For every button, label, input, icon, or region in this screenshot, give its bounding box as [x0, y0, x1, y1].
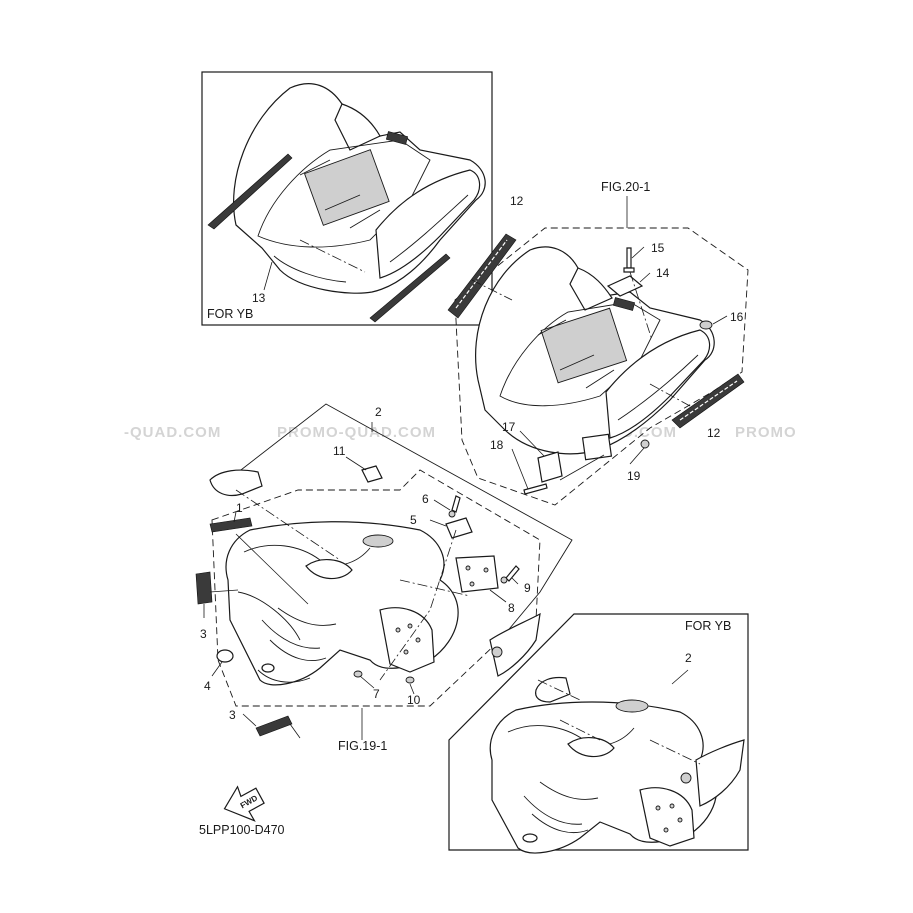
callout-3: 3: [200, 627, 207, 641]
leader: [429, 519, 447, 527]
leader: [242, 713, 257, 727]
rear-fender-illustration: [475, 246, 715, 461]
mud-flap: [489, 612, 541, 677]
leader: [433, 499, 451, 511]
callout-5: 5: [410, 513, 417, 527]
leader: [345, 456, 367, 471]
leader: [511, 448, 529, 490]
callout-9: 9: [524, 581, 531, 595]
callout-19: 19: [627, 469, 641, 483]
callout-15: 15: [651, 241, 665, 255]
part-6-rivet: [448, 495, 461, 518]
leader: [211, 661, 223, 677]
callout-13: 13: [252, 291, 266, 305]
callout-4: 4: [204, 679, 211, 693]
decal-1: [209, 517, 253, 533]
callout-12: 12: [510, 194, 524, 208]
callout-6: 6: [422, 492, 429, 506]
decal-12-left: [447, 233, 517, 319]
leader: [235, 533, 309, 605]
part-9-rivet: [500, 565, 520, 584]
callout-1: 1: [236, 501, 243, 515]
leader: [639, 272, 651, 283]
callout-2: 2: [375, 405, 382, 419]
callout-14: 14: [656, 266, 670, 280]
front-fender-yb-illustration: [489, 676, 745, 854]
part-14-plate: [606, 275, 644, 297]
front-yb-label: FOR YB: [685, 619, 731, 633]
callout-18: 18: [490, 438, 504, 452]
leader: [289, 723, 301, 739]
callout-17: 17: [502, 420, 516, 434]
leader: [299, 239, 366, 273]
watermark-segment: -QUAD.COM: [124, 424, 221, 441]
part-5-plate: [445, 517, 473, 539]
leader: [629, 271, 653, 341]
part-16-clip: [699, 320, 713, 330]
leader: [537, 679, 701, 765]
callout-7: 7: [373, 687, 380, 701]
leader: [409, 683, 415, 695]
part-18-rivet: [523, 483, 548, 495]
fig20-dashed-outline: [454, 227, 749, 506]
leader: [519, 430, 545, 457]
rear-fender-yb-illustration: [207, 83, 486, 323]
leader: [712, 315, 728, 325]
front-fender-assembly: FIG.19-1: [195, 403, 573, 753]
fig20-ref: FIG.20-1: [601, 180, 650, 194]
leader: [209, 589, 239, 593]
front-yb-frame: [448, 613, 749, 851]
leader: [471, 279, 513, 301]
part-7-nut: [353, 670, 363, 678]
decal-3-upper: [195, 571, 213, 605]
assembly-2-outline: [227, 403, 573, 641]
watermark: -QUAD.COM PROMO-QUAD.COM PROMO-QUAD.COM …: [124, 424, 797, 441]
leader: [359, 675, 375, 689]
callout-11: 11: [333, 444, 346, 458]
diagram-code: 5LPP100-D470: [199, 823, 285, 837]
part-side-panel: [209, 469, 263, 497]
leader: [559, 454, 605, 481]
callout-16: 16: [730, 310, 744, 324]
callout-3: 3: [229, 708, 236, 722]
leader: [489, 589, 507, 603]
callout-12: 12: [707, 426, 721, 440]
watermark-segment: PROMO-QUAD.COM: [277, 424, 436, 441]
decal-3-lower: [255, 715, 293, 737]
leader: [235, 489, 341, 561]
front-fender-yb-box: FOR YB 2: [448, 613, 749, 854]
leader: [631, 246, 645, 259]
part-4-cap: [216, 649, 234, 663]
part-11-plate: [361, 465, 383, 483]
callout-10: 10: [407, 693, 421, 707]
part-15-rivet: [623, 247, 635, 273]
front-fender-illustration: [225, 521, 459, 686]
part-8-panel: [455, 555, 499, 593]
leader: [233, 511, 237, 523]
fwd-arrow: FWD: [223, 785, 265, 822]
rear-fender-yb-box: 13 FOR YB: [201, 71, 493, 326]
leader: [671, 669, 689, 685]
rear-fender-assembly: FIG.20-1: [447, 180, 749, 506]
leader: [511, 577, 519, 585]
leader: [399, 579, 471, 597]
callout-2: 2: [685, 651, 692, 665]
decal-12-right: [671, 373, 745, 429]
part-17-plate: [537, 451, 563, 483]
watermark-segment: PROMO: [735, 424, 797, 441]
rear-yb-label: FOR YB: [207, 307, 253, 321]
fig19-ref: FIG.19-1: [338, 739, 387, 753]
leader: [263, 261, 273, 291]
leader: [629, 447, 645, 465]
callout-8: 8: [508, 601, 515, 615]
rear-yb-frame: [201, 71, 493, 326]
part-10-nut: [405, 676, 415, 684]
leader: [649, 383, 691, 407]
